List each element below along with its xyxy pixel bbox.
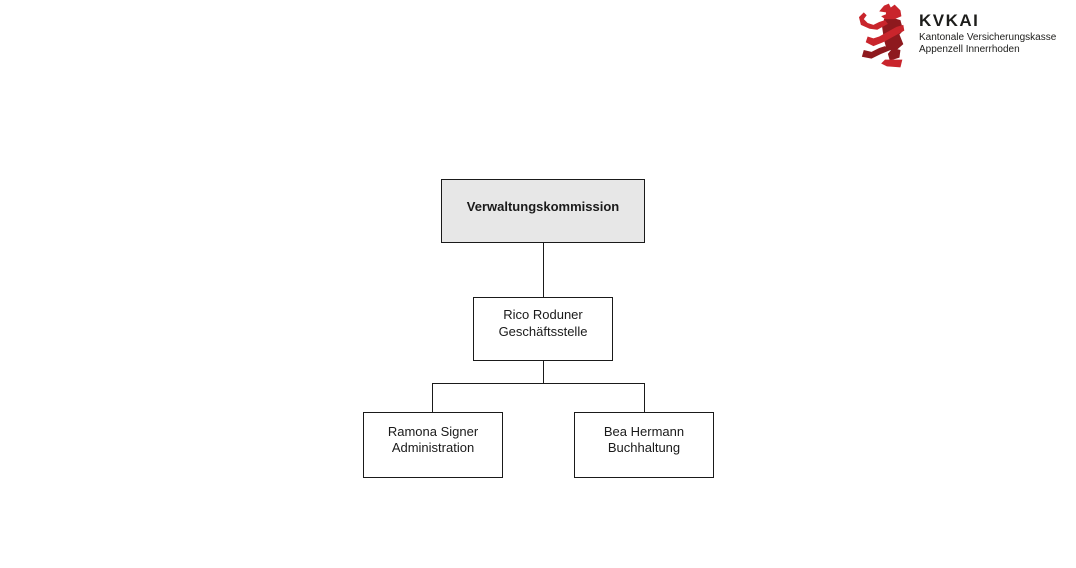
logo-wordmark: KVKAI — [919, 11, 980, 30]
connector-to-administration — [432, 384, 433, 412]
connector-to-buchhaltung — [644, 384, 645, 412]
org-node-geschaeftsstelle: Rico Roduner Geschäftsstelle — [473, 297, 613, 361]
connector-horizontal-bar — [432, 383, 645, 384]
logo-subtitle-line1: Kantonale Versicherungskasse — [919, 32, 1057, 43]
org-node-role: Buchhaltung — [607, 440, 681, 455]
logo-subtitle: Kantonale Versicherungskasse Appenzell I… — [919, 32, 1056, 56]
org-node-role: Administration — [391, 440, 475, 455]
org-node-person: Ramona Signer — [387, 424, 479, 439]
org-node-label: Verwaltungskommission — [466, 199, 620, 214]
org-node-buchhaltung: Bea Hermann Buchhaltung — [574, 412, 714, 478]
org-node-administration: Ramona Signer Administration — [363, 412, 503, 478]
org-node-person: Rico Roduner — [503, 307, 583, 322]
connector-header-to-geschaeftsstelle — [543, 243, 544, 297]
org-node-role: Geschäftsstelle — [498, 324, 588, 339]
connector-geschaeftsstelle-stub — [543, 361, 544, 383]
org-node-verwaltungskommission: Verwaltungskommission — [441, 179, 645, 243]
org-node-person: Bea Hermann — [603, 424, 685, 439]
appenzell-bear-icon — [858, 3, 905, 68]
kvkai-logo: KVKAI Kantonale Versicherungskasse Appen… — [858, 2, 1058, 68]
logo-text-block: KVKAI Kantonale Versicherungskasse Appen… — [919, 2, 1056, 56]
logo-subtitle-line2: Appenzell Innerrhoden — [919, 44, 1020, 55]
